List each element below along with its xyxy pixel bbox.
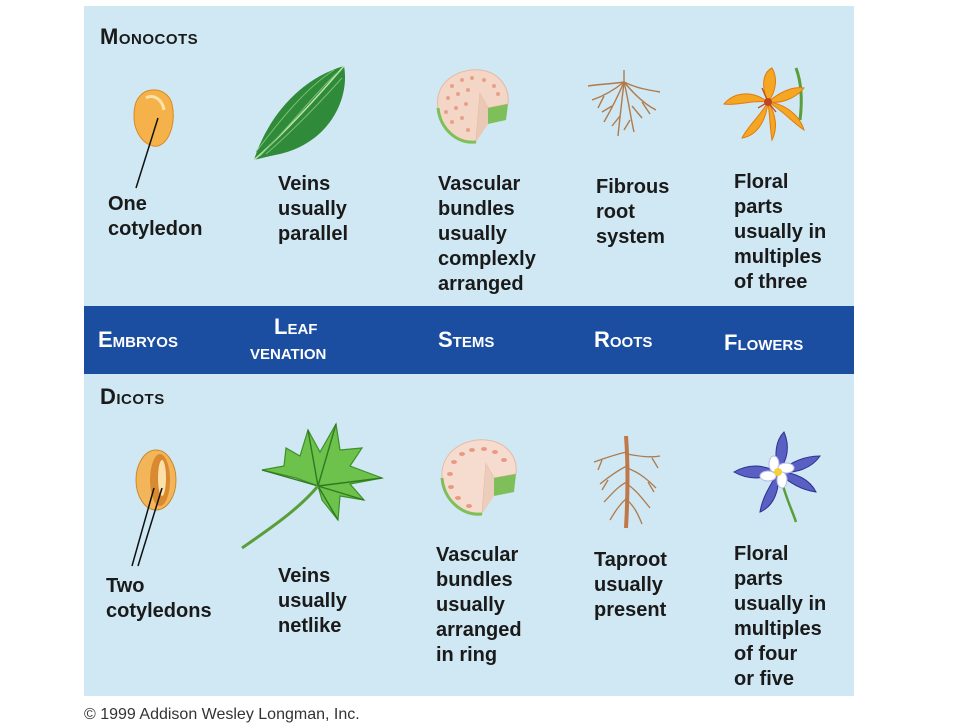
band-label-stems: Stems	[438, 327, 495, 352]
band-label-roots: Roots	[594, 327, 653, 352]
monocot-flower-icon	[723, 67, 805, 142]
monocot-embryo-caption: One cotyledon	[108, 193, 203, 240]
monocots-panel	[84, 6, 854, 306]
dicot-seed-icon	[131, 449, 177, 567]
dicot-flower-caption: Floral parts usually in multiples of fou…	[734, 543, 827, 690]
monocot-stem-icon	[436, 69, 509, 144]
taproot-icon	[593, 435, 661, 529]
dicot-flower-icon	[732, 431, 821, 523]
band-label-leaf: Leaf	[274, 314, 318, 339]
band-label-embryos: Embryos	[98, 327, 178, 352]
dicot-embryo-caption: Two cotyledons	[106, 575, 212, 622]
dicots-panel	[84, 374, 854, 696]
dicot-leaf-caption: Veins usually netlike	[278, 565, 347, 637]
dicot-root-caption: Taproot usually present	[594, 549, 667, 621]
band-label-flowers: Flowers	[724, 330, 804, 355]
monocot-flower-caption: Floral parts usually in multiples of thr…	[734, 171, 827, 293]
fibrous-root-icon	[587, 70, 661, 137]
parallel-leaf-icon	[253, 65, 346, 161]
netlike-leaf-icon	[241, 422, 385, 550]
monocot-seed-icon	[133, 89, 174, 189]
monocot-root-caption: Fibrous root system	[596, 176, 670, 248]
dicot-stem-caption: Vascular bundles usually arranged in rin…	[436, 544, 522, 666]
dicots-title: Dicots	[100, 384, 165, 409]
band-label-venation: venation	[250, 339, 327, 364]
monocots-title: Monocots	[100, 24, 199, 49]
copyright-text: © 1999 Addison Wesley Longman, Inc.	[84, 706, 360, 723]
dicot-stem-icon	[440, 439, 517, 516]
monocot-stem-caption: Vascular bundles usually complexly arran…	[438, 173, 536, 295]
organ-category-band	[84, 306, 854, 374]
monocot-leaf-caption: Veins usually parallel	[278, 173, 349, 245]
